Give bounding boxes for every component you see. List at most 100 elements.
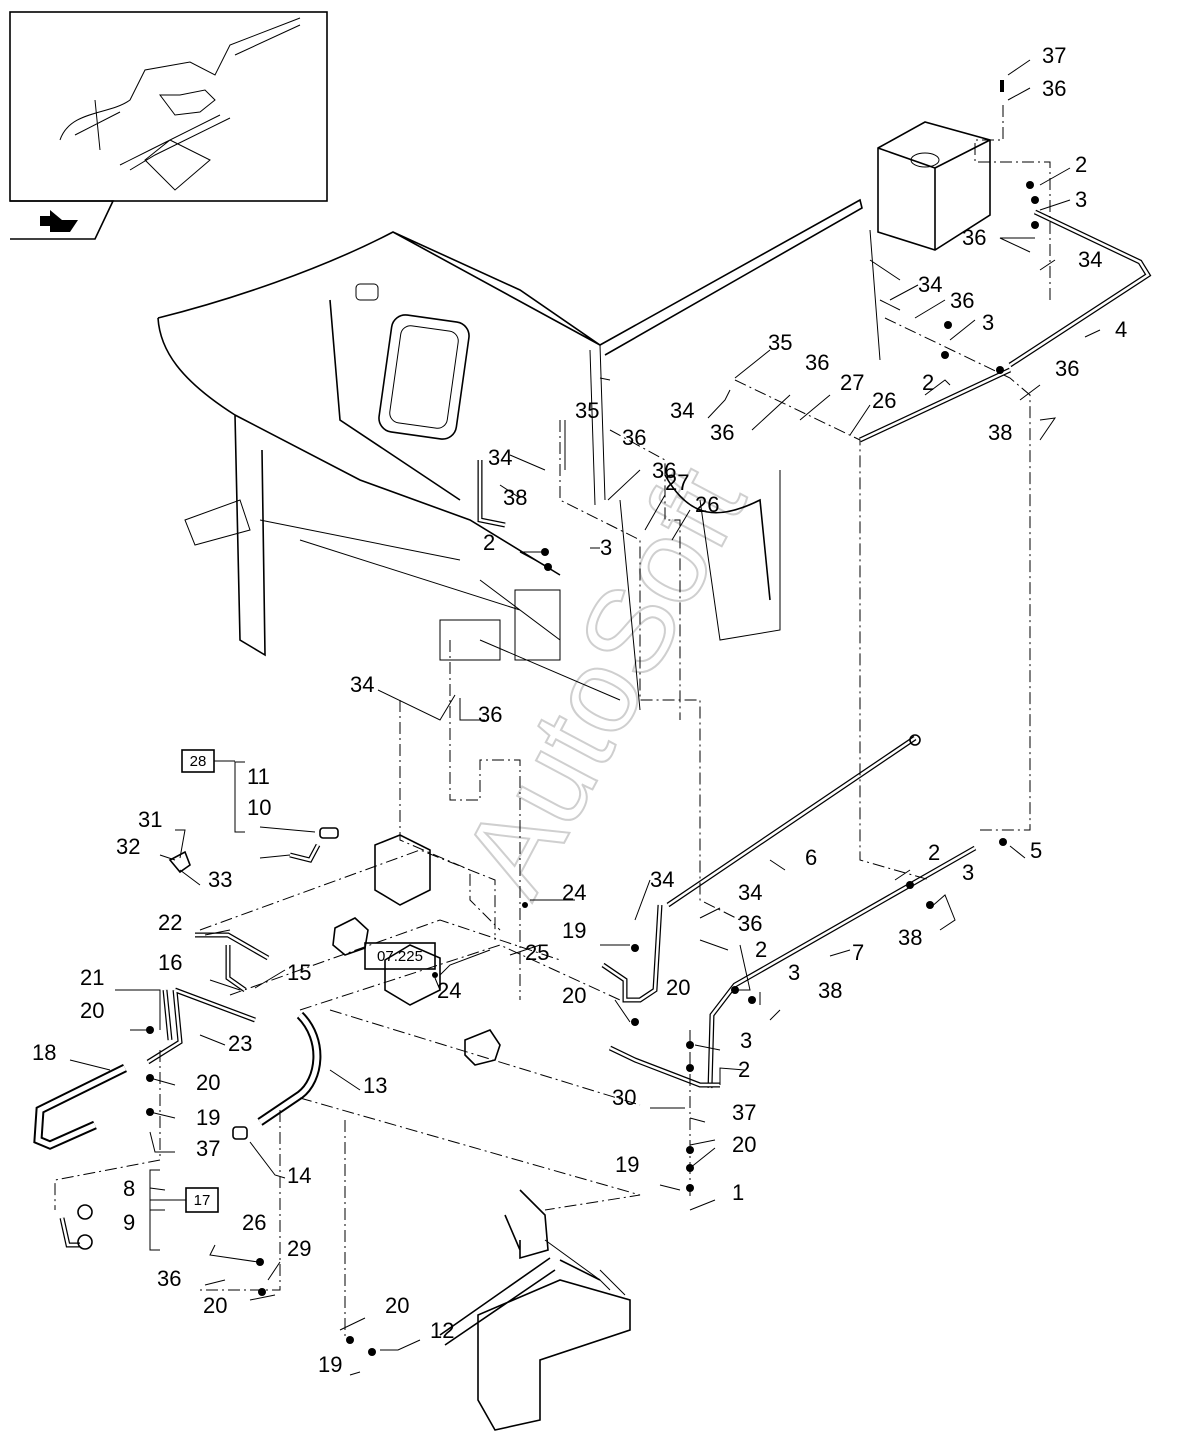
callout-label: 3 [788,960,800,985]
pipe-4 [1008,209,1152,368]
callout-label: 20 [385,1293,409,1318]
callout-label: 20 [196,1070,220,1095]
callout-label: 7 [852,940,864,965]
callout-label: 37 [196,1136,220,1161]
back-button[interactable] [10,200,115,240]
group-brackets [149,760,245,1251]
callout-label: 38 [818,978,842,1003]
leader-lines [69,59,1101,1376]
callout-label: 34 [918,272,942,297]
callout-label: 3 [962,860,974,885]
fittings-8-9 [59,1204,93,1250]
hardware [146,80,1039,1356]
callout-label: 2 [1075,152,1087,177]
callout-label: 26 [872,388,896,413]
inset-thumbnail[interactable] [9,11,328,202]
callout-label: 38 [503,485,527,510]
callout-label: 34 [488,445,512,470]
callout-label: 36 [1042,76,1066,101]
callout-label: 5 [1030,838,1042,863]
callout-label: 20 [203,1293,227,1318]
callout-label: 2 [922,370,934,395]
callout-label: 19 [196,1105,220,1130]
callout-label: 16 [158,950,182,975]
callout-label: 19 [318,1352,342,1377]
callout-label: 27 [840,370,864,395]
reference-box-17[interactable]: 17 [185,1187,219,1213]
callout-label: 12 [430,1318,454,1343]
callout-label: 26 [242,1210,266,1235]
callout-label: 1 [732,1180,744,1205]
callout-label: 2 [738,1057,750,1082]
callout-label: 20 [732,1132,756,1157]
reference-box-07225[interactable]: 07.225 [364,942,436,970]
callout-label: 34 [738,880,762,905]
callout-label: 34 [670,398,694,423]
pipes-mid [477,460,720,1088]
callout-label: 20 [666,975,690,1000]
callout-label: 34 [650,867,674,892]
callout-label: 36 [157,1266,181,1291]
callout-label: 38 [898,925,922,950]
callout-label: 24 [437,978,461,1003]
callout-label: 18 [32,1040,56,1065]
callout-label: 35 [575,398,599,423]
callout-label: 27 [665,470,689,495]
callout-label: 13 [363,1073,387,1098]
oil-tank [869,121,991,361]
machine-body [157,198,863,711]
callout-label: 34 [350,672,374,697]
hose-18 [33,1063,127,1150]
callout-label: 35 [768,330,792,355]
callout-label: 19 [562,918,586,943]
callout-label: 15 [287,960,311,985]
callout-label: 20 [562,983,586,1008]
callout-label: 33 [208,867,232,892]
callout-label: 10 [247,795,271,820]
back-arrow-icon [40,210,78,232]
callout-label: 24 [562,880,586,905]
callout-label: 36 [1055,356,1079,381]
callout-label: 3 [1075,187,1087,212]
callout-label: 2 [483,530,495,555]
callout-label: 21 [80,965,104,990]
callout-label: 36 [950,288,974,313]
callout-label: 4 [1115,317,1127,342]
callout-label: 36 [805,350,829,375]
callout-label: 20 [80,998,104,1023]
callout-label: 11 [247,764,270,789]
callout-label: 2 [928,840,940,865]
callout-label: 23 [228,1031,252,1056]
pipe-7 [707,845,977,1089]
callout-label: 36 [738,911,762,936]
callout-label: 37 [1042,43,1066,68]
callout-label: 31 [138,807,162,832]
reference-box-28[interactable]: 28 [181,749,215,773]
callout-label: 25 [525,940,549,965]
watermark: AutoSoft [437,446,771,915]
callout-label: 37 [732,1100,756,1125]
reference-box-07225-label: 07.225 [377,948,423,965]
callout-label: 19 [615,1152,639,1177]
callout-label: 2 [755,937,767,962]
callout-label: 34 [1078,247,1102,272]
reference-box-17-label: 17 [194,1192,211,1209]
callout-labels: 37 36 2 3 36 34 34 36 3 4 35 36 27 26 2 … [32,43,1127,1377]
callout-label: 8 [123,1176,135,1201]
callout-label: 3 [600,535,612,560]
callout-label: 26 [695,492,719,517]
fittings-10-11 [168,827,339,874]
callout-label: 36 [710,420,734,445]
callout-label: 36 [478,702,502,727]
callout-label: 36 [622,425,646,450]
callout-label: 36 [962,225,986,250]
callout-label: 32 [116,834,140,859]
callout-label: 29 [287,1236,311,1261]
pipes-left [146,932,270,1065]
callout-label: 3 [982,310,994,335]
callout-label: 6 [805,845,817,870]
pipe-6 [666,734,921,908]
reference-box-28-label: 28 [190,753,207,770]
lower-assembly [439,1189,631,1431]
